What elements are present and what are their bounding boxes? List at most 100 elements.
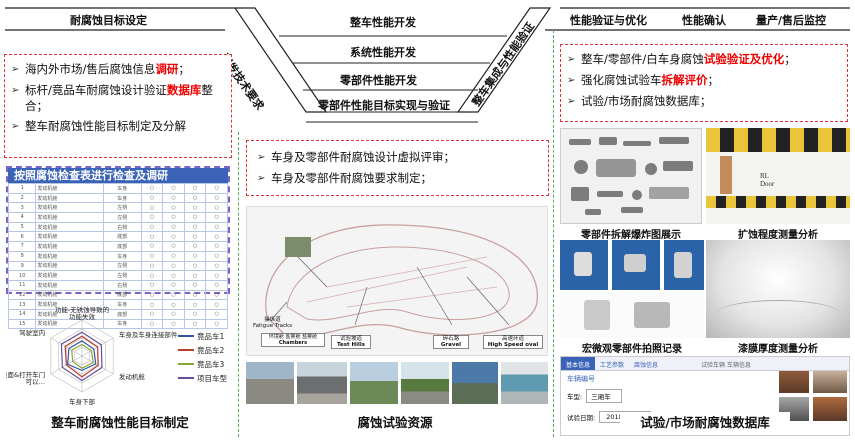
arrow-bullet-icon: ➢ — [257, 152, 266, 163]
table-cell: ○ — [183, 241, 207, 252]
radar-axis-label: 车身下部 — [69, 397, 96, 406]
macro-parts-photo-1 — [560, 240, 608, 290]
table-cell: ○ — [183, 221, 207, 233]
table-cell: 15 — [7, 318, 37, 330]
table-cell: ○ — [140, 202, 164, 214]
table-cell: ○ — [140, 231, 164, 243]
right-box-text: 试验/市场耐腐蚀数据库； — [581, 94, 712, 108]
bottom-title-left: 整车耐腐蚀性能目标制定 — [30, 412, 210, 431]
radar-axis-label: 车身及车身连接部件 — [119, 330, 178, 339]
table-cell: 左侧 — [102, 212, 142, 223]
table-cell: 9 — [7, 260, 37, 272]
table-cell: 4 — [7, 212, 37, 223]
db-header: 试验车辆 车辆信息 — [701, 362, 751, 369]
table-cell: 发动机舱 — [35, 250, 104, 262]
production-monitor-label: 量产/售后监控 — [756, 14, 827, 27]
macro-parts-photo-2 — [612, 240, 660, 290]
table-cell: ○ — [183, 250, 207, 262]
table-cell: 5 — [7, 221, 37, 233]
left-box-text: 标杆/竟品车耐腐蚀设计验证数据库整合； — [25, 83, 213, 113]
middle-item: ➢车身及零部件耐腐蚀要求制定； — [257, 171, 432, 185]
right-box-item: ➢整车/零部件/白车身腐蚀试验验证及优化； — [567, 51, 841, 68]
table-cell: 10 — [7, 270, 37, 281]
legend-label: 竟品车2 — [197, 345, 224, 355]
vehicle-perf-dev-label: 整车性能开发 — [350, 16, 416, 29]
macro-parts-photo-3 — [664, 240, 704, 290]
table-cell: ○ — [205, 183, 228, 194]
table-cell: 1 — [7, 183, 37, 194]
radar-chart: 功能-无锈蚀导致的功能失效车身及车身连接部件发动机舱车身下部外部表面&打开车门可… — [0, 305, 227, 406]
db-field-select[interactable]: 三厢车 — [586, 389, 622, 403]
radar-axis-label: 发动机舱 — [119, 372, 146, 381]
bottom-title-middle: 腐蚀试验资源 — [340, 412, 450, 431]
table-cell: 左侧 — [102, 270, 142, 281]
table-cell: ○ — [183, 231, 207, 243]
radar-axis-label: 可以… — [26, 378, 46, 386]
db-tab-basic[interactable]: 基本信息 — [561, 357, 596, 370]
db-tab-process[interactable]: 工艺参数 — [600, 362, 625, 369]
table-cell: 发动机舱 — [35, 318, 104, 330]
photo-test-road — [350, 362, 398, 404]
table-cell: 右侧 — [102, 221, 142, 233]
table-cell: ○ — [205, 212, 228, 223]
arrow-bullet-icon: ➢ — [567, 75, 576, 86]
table-cell: 发动机舱 — [35, 260, 104, 272]
caption-corrosion-measure: 扩蚀程度测量分析 — [738, 230, 818, 241]
table-cell: 7 — [7, 241, 37, 252]
caption-paint-thickness: 漆膜厚度测量分析 — [738, 344, 818, 355]
table-cell: ○ — [183, 260, 207, 272]
database-screenshot: 基本信息 工艺参数 腐蚀信息 试验车辆 车辆信息 车辆编号 车型: 三厢车 试验… — [560, 356, 850, 436]
radar-series-line — [67, 340, 97, 372]
track-photo-thumb — [285, 237, 311, 257]
divider-right — [553, 30, 554, 437]
db-tab-corrosion[interactable]: 腐蚀信息 — [634, 362, 659, 369]
radar-axis-label: 功能失效 — [69, 312, 96, 321]
photo-lab-equipment — [501, 362, 548, 404]
exploded-parts-drawing — [569, 137, 693, 215]
table-cell: ○ — [162, 221, 185, 233]
db-field-label: 车型: — [567, 393, 583, 401]
track-map-drawing — [265, 224, 538, 339]
radar-panel: 功能-无锈蚀导致的功能失效车身及车身连接部件发动机舱车身下部外部表面&打开车门可… — [0, 298, 234, 408]
table-cell: 11 — [7, 279, 37, 291]
photo-road-trees — [401, 362, 449, 404]
checklist-title: 按照腐蚀检查表进行检查及调研 — [8, 168, 228, 183]
db-car-thumb-2 — [813, 371, 847, 393]
table-cell: 2 — [7, 192, 37, 204]
table-cell: 发动机舱 — [35, 192, 104, 204]
table-cell: ○ — [162, 183, 185, 194]
divider-left — [238, 132, 239, 437]
right-box-item: ➢ 强化腐蚀试验车拆解评价； — [567, 72, 841, 89]
table-cell: 车身 — [102, 183, 142, 194]
table-cell: ○ — [183, 192, 207, 204]
table-cell: 6 — [7, 231, 37, 243]
table-cell: 发动机舱 — [35, 202, 104, 214]
arrow-bullet-icon: ➢ — [567, 54, 576, 65]
table-cell: ○ — [205, 318, 228, 330]
table-cell: ○ — [140, 212, 164, 223]
table-cell: 发动机舱 — [35, 221, 104, 233]
table-cell: ○ — [162, 212, 185, 223]
legend-label: 竟品车3 — [197, 359, 224, 369]
table-cell: 发动机舱 — [35, 183, 104, 194]
middle-item: ➢车身及零部件耐腐蚀设计虚拟评审； — [257, 150, 455, 164]
arrow-bullet-icon: ➢ — [11, 121, 20, 132]
table-cell: ○ — [140, 241, 164, 252]
table-cell: 右侧 — [102, 279, 142, 291]
radar-axis-label: 驾驶室内 — [19, 328, 45, 337]
db-date-label: 试验日期: — [567, 414, 596, 422]
right-box-text: 强化腐蚀试验车拆解评价； — [581, 73, 719, 87]
db-car-thumb-4 — [813, 397, 847, 421]
left-box-item: ➢海内外市场/售后腐蚀信息调研； — [11, 61, 225, 78]
table-cell: 底部 — [102, 241, 142, 252]
chambers-label: 环境舱 盐雾舱 盐雾舱 Chambers — [261, 333, 325, 347]
